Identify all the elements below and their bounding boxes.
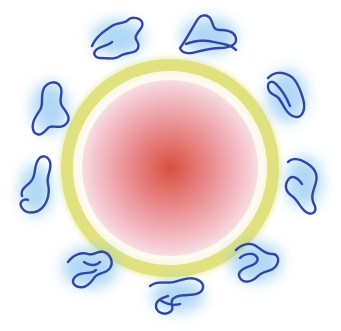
sphere-core <box>82 80 258 256</box>
